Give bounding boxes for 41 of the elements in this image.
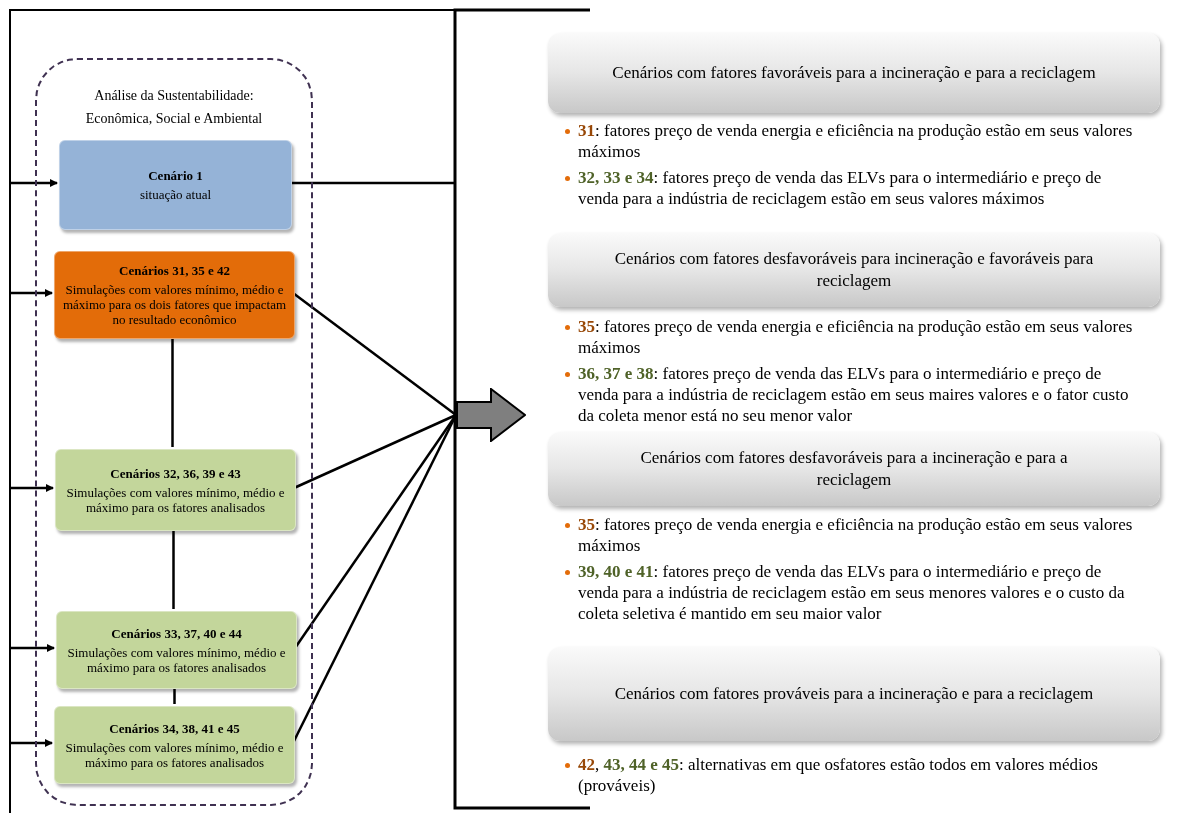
scenario-description: Simulações com valores mínimo, médio e máximo para os fatores analisados <box>65 484 286 515</box>
arrow <box>10 739 53 747</box>
scenario-description: Simulações com valores mínimo, médio e máximo para os fatores analisados <box>66 644 287 675</box>
bullet-text: 36, 37 e 38: fatores preço de venda das ELVs para o intermediário e preço de venda para a indústria de reciclagem estão em seus maires valores e o fator custo da coleta menor está no seu menor valor <box>578 363 1130 426</box>
connector-line <box>173 687 176 704</box>
arrow <box>10 179 58 187</box>
scenario-box <box>56 611 297 689</box>
arrow <box>10 484 54 492</box>
bullet-text: 42, 43, 44 e 45: alternativas em que osfatores estão todos em valores médios (prováveis) <box>578 754 1099 796</box>
scenario-heading: Cenários 34, 38, 41 e 45 <box>109 720 240 736</box>
scenario-description: Simulações com valores mínimo, médio e máximo para os dois fatores que impactam no resultado econômico <box>61 282 288 327</box>
category-header-box <box>548 432 1160 506</box>
scenario-box <box>59 140 292 230</box>
bullet-text: 39, 40 e 41: fatores preço de venda das ELVs para o intermediário e preço de venda para a indústria de reciclagem estão em seus menores valores e o custo da coleta seletiva é mantido em seu maior valor <box>578 561 1126 624</box>
header-text: Cenários com fatores favoráveis para a incineração e para a reciclagem <box>612 62 1096 84</box>
bullet-text: 35: fatores preço de venda energia e eficiência na produção estão em seus valores máximos <box>578 514 1134 556</box>
connector-line <box>172 529 175 609</box>
scenario-description: Simulações com valores mínimo, médio e máximo para os fatores analisados <box>64 739 285 770</box>
scenario-box <box>54 251 295 339</box>
arrow <box>10 289 53 297</box>
group-title: Análise da Sustentabilidade: Econômica, Social e Ambiental <box>84 87 264 128</box>
scenario-heading: Cenários 31, 35 e 42 <box>119 263 230 278</box>
arrow <box>10 644 55 652</box>
category-header-box <box>548 647 1160 741</box>
dashed-group-frame <box>35 58 313 806</box>
header-text: Cenários com fatores prováveis para a incineração e para a reciclagem <box>614 683 1094 705</box>
connector-line <box>290 181 455 185</box>
connector-line <box>171 337 174 447</box>
scenario-box <box>55 449 296 531</box>
scenario-heading: Cenário 1 <box>148 168 203 183</box>
category-header-box <box>548 233 1160 307</box>
bullet-text: 31: fatores preço de venda energia e eficiência na produção estão em seus valores máximos <box>578 120 1134 162</box>
header-text: Cenários com fatores desfavoráveis para incineração e favoráveis para reciclagem <box>613 248 1095 292</box>
scenario-heading: Cenários 32, 36, 39 e 43 <box>110 465 241 481</box>
bullet-text: 32, 33 e 34: fatores preço de venda das ELVs para o intermediário e preço de venda para a indústria de reciclagem estão em seus valores máximos <box>578 167 1103 209</box>
bullet-text: 35: fatores preço de venda energia e eficiência na produção estão em seus valores máximos <box>578 316 1134 358</box>
scenario-heading: Cenários 33, 37, 40 e 44 <box>111 625 242 641</box>
scenario-box <box>54 706 295 784</box>
scenario-description: situação atual <box>139 187 212 202</box>
header-text: Cenários com fatores desfavoráveis para a incineração e para a reciclagem <box>639 447 1069 491</box>
category-header-box <box>548 33 1160 113</box>
